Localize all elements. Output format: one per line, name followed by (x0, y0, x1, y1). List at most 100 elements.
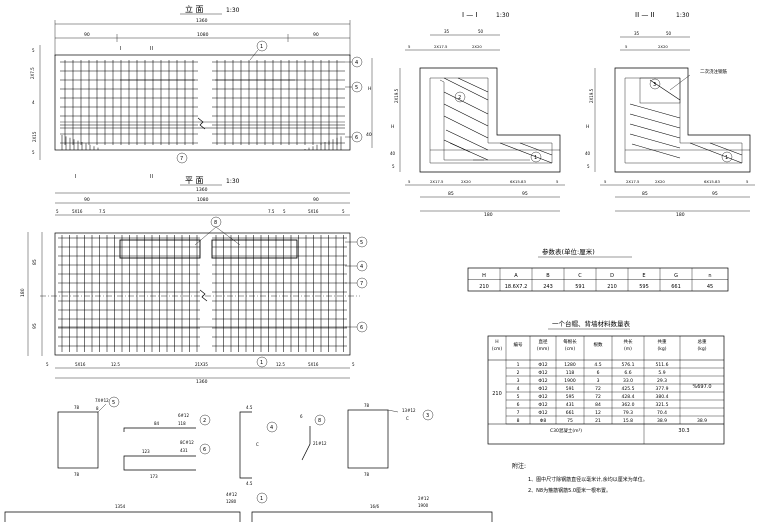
material-table: 一个台帽、背墙材料数量表 H(cm)编号直径(mm)每根长(cm)根数共长(m)… (487, 319, 725, 445)
material-cell: Φ12 (538, 386, 547, 392)
material-table-title: 一个台帽、背墙材料数量表 (552, 319, 631, 328)
material-cell: Φ12 (538, 362, 547, 368)
param-header-B: B (546, 273, 550, 279)
plan-dim-right: 90 (313, 197, 319, 203)
plan-dim-bottom: 1360 (196, 379, 208, 385)
plan-dim-total: 1360 (196, 187, 208, 193)
material-cell: 38.9 (657, 418, 667, 424)
front-callout-1: 1 (260, 44, 263, 50)
shape6-a: 123 (142, 449, 150, 454)
material-cell: 1900 (564, 378, 576, 384)
material-cell: Φ12 (538, 410, 547, 416)
material-concrete-label: C30混凝土(m³) (550, 427, 582, 434)
plan-callouts: 8 5 4 7 6 1 (194, 216, 368, 368)
plan-bsub-5: 5X16 (308, 362, 319, 367)
front-dim-l3: 2X15 (32, 131, 37, 142)
material-cell: 321.5 (656, 402, 669, 408)
material-cell: 79.3 (623, 410, 633, 416)
plan-view-scale: 1:30 (226, 178, 240, 185)
front-dim-left: 90 (84, 32, 90, 38)
front-break-mark (197, 117, 206, 130)
front-callout-6: 6 (355, 135, 358, 141)
material-cell: 6 (517, 402, 520, 408)
material-header: 共长 (624, 338, 633, 345)
plan-bsub-6: 5 (352, 362, 355, 367)
shape1-spec: 4#12 (226, 492, 237, 497)
front-rebar-grid (60, 60, 345, 150)
material-header: 每根长 (563, 338, 577, 345)
shape4-spec: 4.5 (246, 405, 253, 410)
bar-shape-3: 13#12 C 3 78 78 (347, 403, 434, 477)
shape8-callout: 8 (318, 418, 321, 424)
material-cell: 33.0 (623, 378, 633, 384)
front-section-mark-2b: II (150, 174, 153, 180)
param-cell-H: 210 (479, 284, 489, 290)
material-cell: 362.0 (622, 402, 635, 408)
material-header: (m) (624, 346, 632, 352)
material-cell: Φ12 (538, 378, 547, 384)
section2-b4: 5 (746, 179, 749, 184)
material-h-value: 210 (492, 391, 502, 397)
bar-shape-5: 7X#12 8 5 78 78 (57, 396, 120, 477)
material-cell: 6 (597, 370, 600, 376)
shape5-spec: 7X#12 (95, 398, 109, 403)
plan-sub-6: 5 (342, 209, 345, 214)
material-cell: 428.4 (622, 394, 635, 400)
section2-b3: 6X15.83 (704, 179, 720, 184)
shape2-callout: 2 (203, 418, 206, 424)
plan-break-mark (199, 289, 208, 302)
section2-stirrups (629, 79, 743, 164)
param-header-C: C (578, 273, 582, 279)
shape5-a: 78 (74, 405, 80, 410)
param-table-title: 参数表(单位:厘米) (542, 247, 595, 256)
plan-dim-85: 85 (32, 259, 38, 265)
section1-d85: 85 (448, 191, 454, 197)
param-cell-n: 45 (707, 284, 713, 290)
shape5-b: 78 (74, 472, 80, 477)
shape2-a: 84 (154, 421, 160, 426)
shape6-callout: 6 (203, 447, 206, 453)
shape4-a: C (256, 442, 259, 447)
front-section-mark-2: II (150, 46, 153, 52)
plan-bsub-0: 5 (46, 362, 49, 367)
material-subtotal: %697.0 (692, 384, 711, 390)
section2-sub-0: 5 (625, 44, 628, 49)
shape3-b: 78 (364, 472, 370, 477)
material-cell: Φ12 (538, 402, 547, 408)
param-cell-D: 210 (607, 284, 617, 290)
shape1-right: 16/6 (370, 504, 379, 509)
material-header: 根数 (594, 341, 603, 348)
section1-callout-1: 1 (534, 155, 537, 161)
plan-inner-frame (119, 239, 201, 259)
material-cell: 15.8 (623, 418, 633, 424)
material-header: 编号 (514, 341, 523, 348)
section1-sub-0: 5 (408, 44, 411, 49)
plan-bsub-1: 5X16 (75, 362, 86, 367)
plan-dim-left: 90 (84, 197, 90, 203)
param-header-G: G (674, 273, 678, 279)
material-cell: 1280 (564, 362, 576, 368)
front-dim-h: H (368, 86, 371, 92)
material-cell: 576.1 (622, 362, 635, 368)
plan-view-title: 平 面 (185, 176, 204, 185)
material-header: (mm) (537, 346, 550, 352)
material-cell: Φ8 (540, 418, 547, 424)
section2-lh: H (586, 124, 589, 130)
material-header: 总重 (698, 338, 707, 345)
section1-l1: 2X19.5 (394, 88, 399, 103)
material-header: (cm) (492, 346, 503, 352)
bar-shape-2: 84 6#12 118 2 (123, 413, 211, 432)
material-cell: 431 (566, 402, 575, 408)
section-1: I — I 1:30 35 50 5 2X17.5 2X20 2X19.5 H … (390, 11, 565, 218)
material-cell: 591 (566, 386, 575, 392)
bar-shape-8: 6 21#12 8 (300, 414, 327, 461)
material-cell: Φ12 (538, 394, 547, 400)
front-dim-l2: 4 (32, 100, 35, 105)
front-callout-5: 5 (355, 85, 358, 91)
section1-sub-1: 2X17.5 (434, 44, 448, 49)
param-header-E: E (642, 273, 645, 279)
front-callout-7: 7 (180, 156, 183, 162)
material-cell: 12 (595, 410, 601, 416)
front-callout-4: 4 (355, 60, 358, 66)
